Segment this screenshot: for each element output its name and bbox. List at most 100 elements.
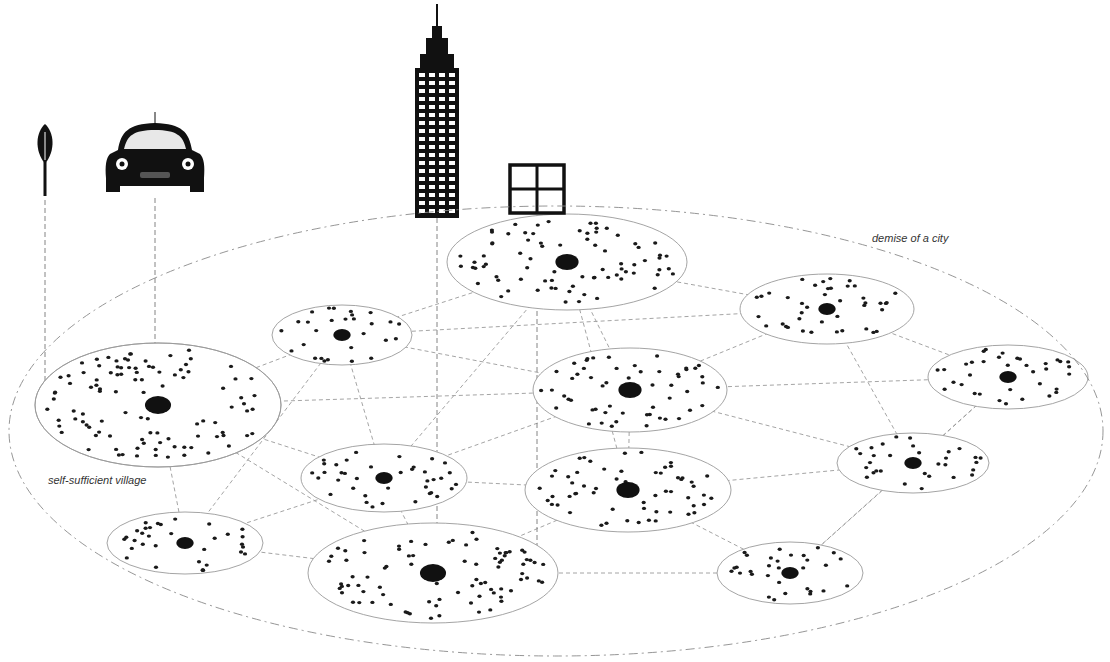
house-dot xyxy=(848,279,852,282)
house-dot xyxy=(202,548,206,551)
tower-window xyxy=(439,89,445,93)
house-dot xyxy=(627,376,631,379)
house-dot xyxy=(1020,398,1024,401)
house-dot xyxy=(686,513,690,516)
house-dot xyxy=(352,317,356,320)
house-dot xyxy=(820,320,824,323)
house-dot xyxy=(437,598,441,601)
house-dot xyxy=(665,254,669,257)
car-windshield xyxy=(124,130,186,149)
house-dot xyxy=(60,431,64,434)
house-dot xyxy=(490,241,494,244)
house-dot xyxy=(250,432,254,435)
house-dot xyxy=(1047,394,1051,397)
house-dot xyxy=(588,460,592,463)
tower-window xyxy=(439,161,445,165)
house-dot xyxy=(845,584,849,587)
house-dot xyxy=(637,246,641,249)
house-dot xyxy=(196,434,200,437)
house-dot xyxy=(592,276,596,279)
village-circle xyxy=(525,448,731,532)
house-dot xyxy=(602,467,606,470)
house-dot xyxy=(389,603,393,606)
house-dot xyxy=(121,453,125,456)
house-dot xyxy=(242,402,246,405)
house-dot xyxy=(117,453,121,456)
house-dot xyxy=(350,313,354,316)
village-centre xyxy=(176,537,193,549)
house-dot xyxy=(186,370,190,373)
house-dot xyxy=(161,384,165,387)
house-dot xyxy=(139,416,143,419)
house-dot xyxy=(340,585,344,588)
house-dot xyxy=(543,279,547,282)
house-dot xyxy=(957,447,961,450)
house-dot xyxy=(800,302,804,305)
house-dot xyxy=(582,484,586,487)
tower-window xyxy=(439,129,445,133)
house-dot xyxy=(979,456,983,459)
house-dot xyxy=(87,448,91,451)
village-circle xyxy=(272,305,412,365)
house-dot xyxy=(669,465,673,468)
house-dot xyxy=(354,451,358,454)
village-centre xyxy=(145,396,171,414)
house-dot xyxy=(824,564,828,567)
house-dot xyxy=(213,537,217,540)
house-dot xyxy=(664,490,668,493)
house-dot xyxy=(823,293,827,296)
house-dot xyxy=(134,367,138,370)
house-dot xyxy=(322,471,326,474)
village-node: self-sufficient village xyxy=(35,343,281,467)
house-dot xyxy=(974,461,978,464)
tower-window xyxy=(449,81,455,85)
house-dot xyxy=(108,434,112,437)
house-dot xyxy=(135,371,139,374)
house-dot xyxy=(533,561,537,564)
tower-window xyxy=(439,145,445,149)
house-dot xyxy=(425,479,429,482)
house-dot xyxy=(546,499,550,502)
village-circle xyxy=(35,343,281,467)
tower-window xyxy=(429,113,435,117)
village-label: self-sufficient village xyxy=(46,474,148,486)
house-dot xyxy=(477,610,481,613)
house-dot xyxy=(942,368,946,371)
tower-window xyxy=(419,81,425,85)
house-dot xyxy=(657,256,661,259)
tower-window xyxy=(429,137,435,141)
house-dot xyxy=(616,234,620,237)
tower-window xyxy=(429,73,435,77)
house-dot xyxy=(456,591,460,594)
house-dot xyxy=(550,503,554,506)
house-dot xyxy=(184,363,188,366)
house-dot xyxy=(552,270,556,273)
house-dot xyxy=(1006,364,1010,367)
house-dot xyxy=(611,508,615,511)
tower-window xyxy=(419,105,425,109)
house-dot xyxy=(539,389,543,392)
house-dot xyxy=(423,470,427,473)
house-dot xyxy=(645,413,649,416)
house-dot xyxy=(619,470,623,473)
house-dot xyxy=(488,608,492,611)
leader-line xyxy=(45,200,46,405)
house-dot xyxy=(504,551,508,554)
house-dot xyxy=(409,540,413,543)
house-dot xyxy=(789,553,793,556)
house-dot xyxy=(702,493,706,496)
house-dot xyxy=(156,522,160,525)
house-dot xyxy=(835,330,839,333)
village-circle xyxy=(837,433,989,493)
tower-window xyxy=(419,169,425,173)
house-dot xyxy=(1031,370,1035,373)
tower-upper xyxy=(426,38,448,56)
house-dot xyxy=(582,367,586,370)
house-dot xyxy=(853,284,857,287)
house-dot xyxy=(94,384,98,387)
house-dot xyxy=(605,227,609,230)
house-dot xyxy=(1008,388,1012,391)
car-headlight xyxy=(116,158,128,170)
house-dot xyxy=(839,557,843,560)
house-dot xyxy=(243,552,247,555)
